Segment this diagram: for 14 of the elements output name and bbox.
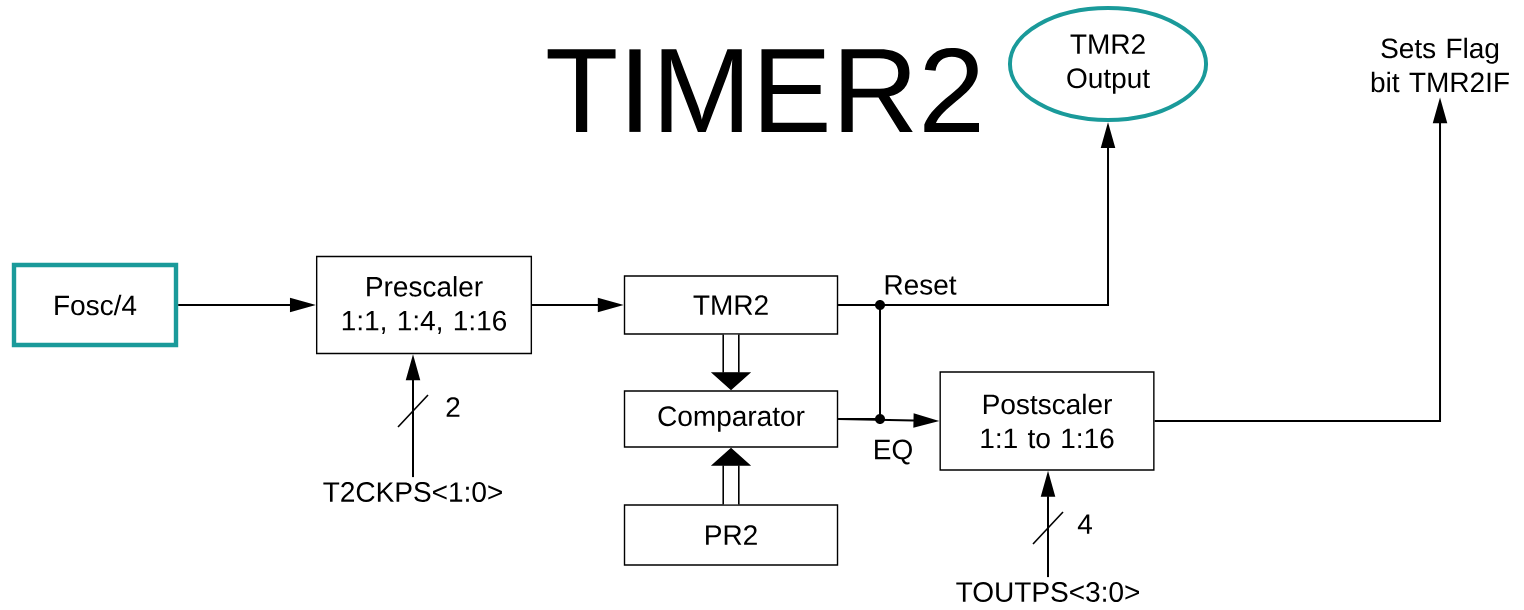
flag-text: Sets Flag bit TMR2IF [1371, 37, 1509, 93]
bus-width-label: 4 [1075, 512, 1095, 536]
signal-name: TOUTPS<3:0> [956, 582, 1139, 602]
edge-label: Reset [881, 273, 959, 297]
comparator-box: Comparator [623, 390, 839, 448]
signal-name: T2CKPS<1:0> [323, 482, 502, 502]
source-box: Fosc/4 [11, 262, 179, 348]
register-box: TMR2 [623, 275, 839, 335]
edge-label: EQ [870, 437, 916, 467]
register-box: PR2 [623, 504, 839, 566]
bus-width-label: 2 [443, 395, 463, 419]
prescaler-box: Prescaler 1:1, 1:4, 1:16 [316, 255, 533, 355]
title: TIMER2 [547, 48, 979, 132]
postscaler-box: Postscaler 1:1 to 1:16 [939, 371, 1155, 471]
